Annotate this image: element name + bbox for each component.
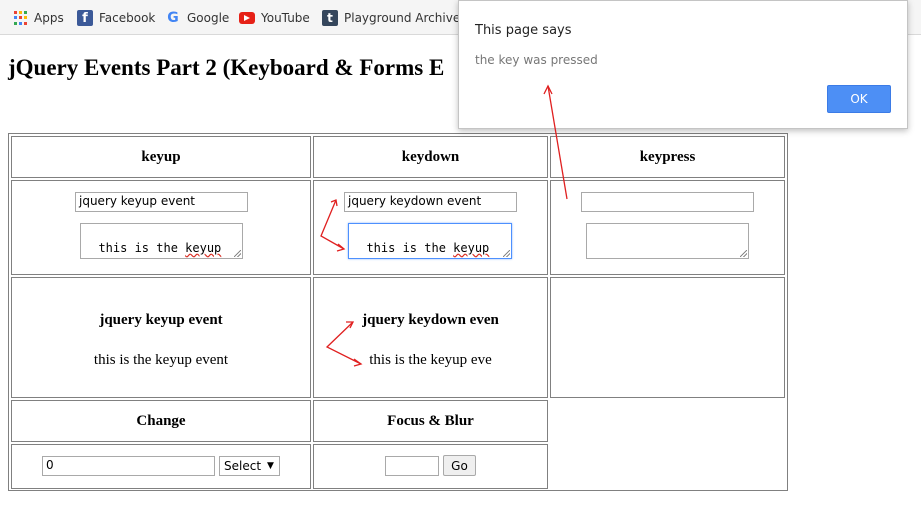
header-keyup-label: keyup [141,148,181,165]
bookmark-youtube[interactable]: YouTube [239,9,310,27]
header-focus-blur-label: Focus & Blur [387,412,474,429]
keydown-textarea-misspelled: keyup [453,241,490,255]
keydown-textarea[interactable]: this is the keyup even [348,223,512,259]
facebook-icon: f [77,10,93,26]
tumblr-icon: t [322,10,338,26]
change-controls-cell [11,444,311,489]
bookmark-facebook[interactable]: f Facebook [77,9,155,27]
events-table [8,133,788,491]
change-select-value: Select [224,459,262,473]
resize-grip-icon[interactable] [234,250,241,257]
keyup-input-cell [11,180,311,275]
go-button-label: Go [451,458,468,473]
header-keydown: keydown [313,136,548,178]
resize-grip-icon[interactable] [503,250,510,257]
bookmark-playground-archives[interactable]: t Playground Archives [322,9,466,27]
bookmark-label: Google [187,11,230,25]
apps-grid-icon [14,11,28,25]
dropdown-arrow-icon: ▼ [267,461,274,471]
bookmark-label: Facebook [99,11,156,25]
bookmark-label: Apps [34,11,64,25]
dialog-title: This page says [475,23,572,38]
keydown-output-cell: jquery keydown even this is the keyup ev… [313,277,548,398]
alert-dialog: This page says the key was pressed OK [458,0,908,129]
dialog-message: the key was pressed [475,53,598,67]
header-change-label: Change [136,412,186,429]
keyup-output-cell: jquery keyup event this is the keyup eve… [11,277,311,398]
header-change: Change [11,400,311,442]
page-title: jQuery Events Part 2 (Keyboard & Forms E [8,55,445,80]
keypress-text-input[interactable] [581,192,754,212]
header-keypress-label: keypress [639,148,696,165]
go-button[interactable]: Go [443,455,476,476]
focus-blur-text-input[interactable] [385,456,439,476]
resize-grip-icon[interactable] [740,250,747,257]
google-icon: G [167,10,179,26]
keypress-output-cell [550,277,785,398]
keydown-textarea-text: this is the [366,241,454,255]
keypress-textarea[interactable] [586,223,749,259]
keydown-output-heading: jquery keydown even [362,312,499,328]
keyup-text-input[interactable]: jquery keyup event [75,192,248,212]
keyup-textarea-misspelled: keyup [185,241,222,255]
bookmark-google[interactable]: G Google [165,9,229,27]
keydown-text-input[interactable]: jquery keydown event [344,192,517,212]
header-keydown-label: keydown [401,148,460,165]
youtube-icon [239,12,255,24]
ok-button[interactable]: OK [827,85,891,113]
header-focus-blur: Focus & Blur [313,400,548,442]
header-keypress: keypress [550,136,785,178]
change-text-input[interactable]: 0 [42,456,215,476]
keydown-input-cell [313,180,548,275]
keyup-output-heading: jquery keyup event [99,312,223,328]
keyup-textarea-text: this is the [98,241,186,255]
bookmark-apps[interactable]: Apps [14,9,64,27]
keyup-output-text: this is the keyup event [93,352,229,368]
keyup-textarea[interactable]: this is the keyup event [80,223,243,259]
bookmark-label: Playground Archives [344,11,467,25]
header-keyup: keyup [11,136,311,178]
ok-button-label: OK [850,92,868,106]
keydown-output-text: this is the keyup eve [369,352,492,368]
focus-blur-controls-cell [313,444,548,489]
change-select[interactable]: Select ▼ [219,456,280,476]
bookmark-label: YouTube [261,11,310,25]
keypress-input-cell [550,180,785,275]
